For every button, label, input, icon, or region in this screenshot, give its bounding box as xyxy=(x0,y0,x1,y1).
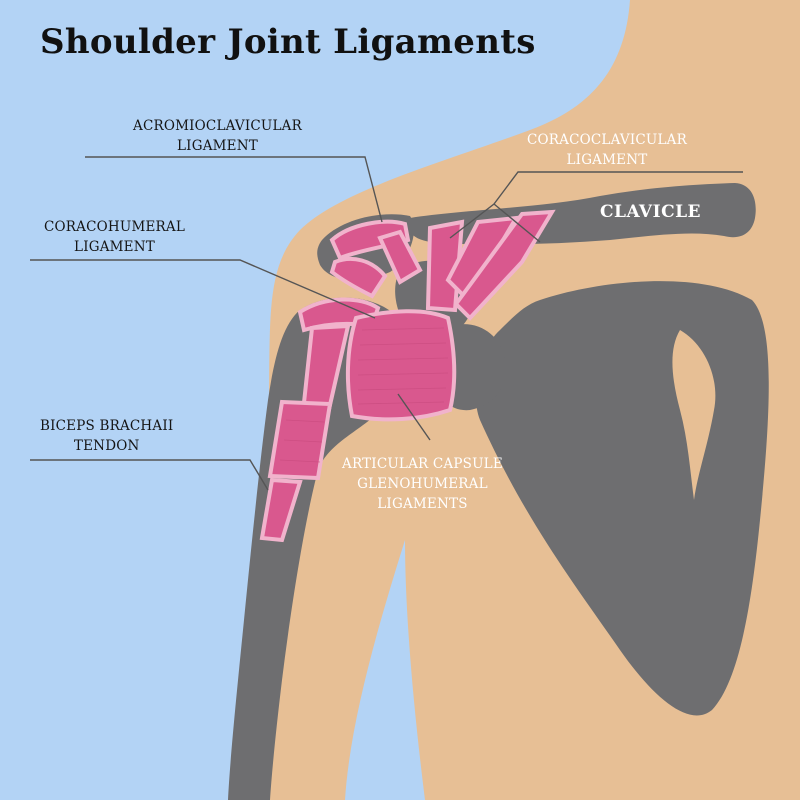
coracohumeral-leader xyxy=(30,259,376,319)
biceps-leader xyxy=(30,459,269,491)
coracohumeral-label-line1: CORACOHUMERAL xyxy=(44,219,186,235)
coracohumeral-label: CORACOHUMERAL LIGAMENT xyxy=(44,217,185,257)
scapula-spine-highlight xyxy=(672,330,716,500)
coracoacromial-band xyxy=(377,229,423,285)
biceps-label-line2: TENDON xyxy=(73,438,140,454)
capsule-label-line3: LIGAMENTS xyxy=(377,496,468,512)
coracoclavicular-leader-branch xyxy=(493,203,541,243)
biceps-brachaii-tendon xyxy=(267,399,333,481)
capsule-leader xyxy=(397,393,431,441)
acromioclavicular-leader xyxy=(85,156,383,223)
acromioclavicular-ligament xyxy=(329,219,411,261)
coracoclavicular-label-line2: LIGAMENT xyxy=(566,152,648,168)
acromioclavicular-label-line1: ACROMIOCLAVICULAR xyxy=(133,118,302,134)
page-title: Shoulder Joint Ligaments xyxy=(40,22,536,62)
clavicle-label: CLAVICLE xyxy=(600,202,702,222)
articular-capsule xyxy=(345,309,457,422)
biceps-tendon-lower xyxy=(259,477,303,543)
coracohumeral-label-line2: LIGAMENT xyxy=(74,239,155,255)
capsule-label-line1: ARTICULAR CAPSULE xyxy=(342,456,503,472)
ligament-striations xyxy=(279,327,449,463)
biceps-label-line1: BICEPS BRACHAII xyxy=(40,418,174,434)
acromion-band xyxy=(329,256,388,299)
coracoclavicular-leader xyxy=(449,171,743,239)
capsule-label-line2: GLENOHUMERAL xyxy=(357,476,488,492)
coracoclavicular-lateral xyxy=(453,209,556,321)
acromioclavicular-label: ACROMIOCLAVICULAR LIGAMENT xyxy=(133,116,302,156)
capsule-label: ARTICULAR CAPSULE GLENOHUMERAL LIGAMENTS xyxy=(342,454,503,514)
coracoclavicular-label: CORACOCLAVICULAR LIGAMENT xyxy=(527,130,687,170)
humerus xyxy=(228,297,405,800)
acromioclavicular-label-line2: LIGAMENT xyxy=(177,138,258,154)
leader-lines xyxy=(30,156,743,491)
ligaments xyxy=(259,209,556,543)
coracoclavicular-label-line1: CORACOCLAVICULAR xyxy=(527,132,687,148)
biceps-label: BICEPS BRACHAII TENDON xyxy=(40,416,173,456)
